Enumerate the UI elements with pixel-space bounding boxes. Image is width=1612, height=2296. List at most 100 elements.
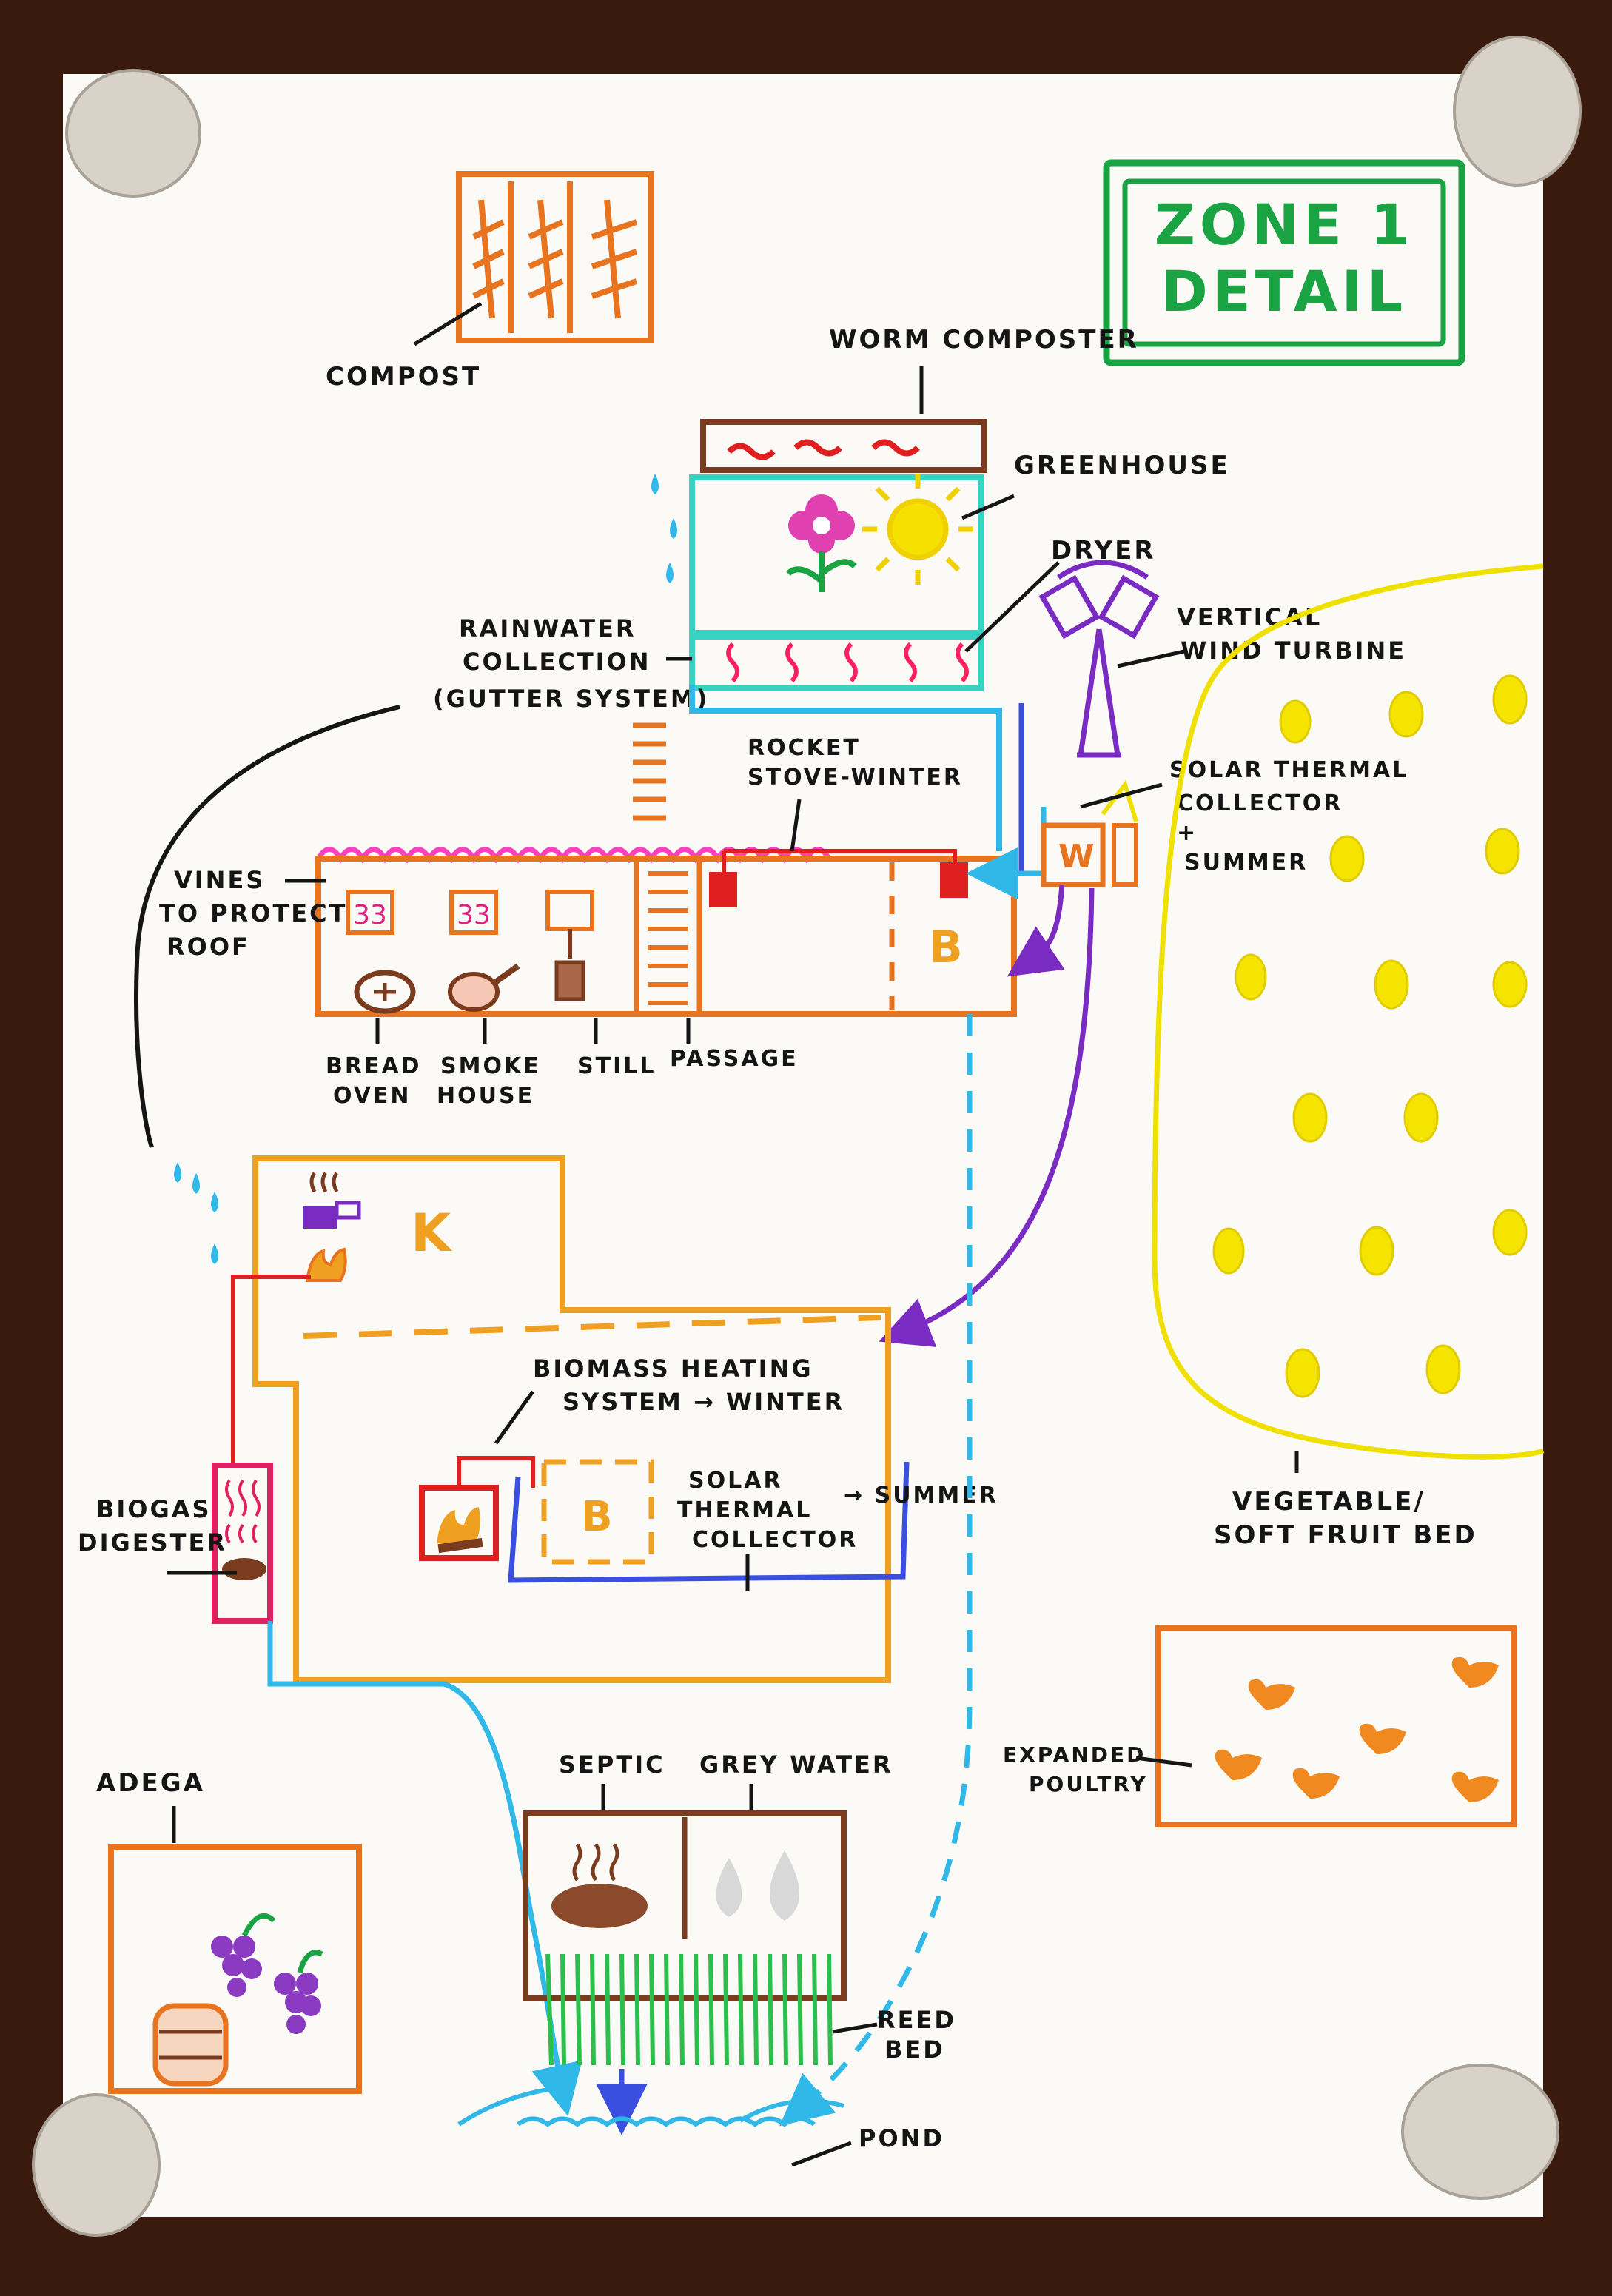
smoke-house-icon: 33: [448, 890, 520, 1012]
rocket-stove-right-icon: [940, 862, 968, 898]
solar-house-loop: [508, 1461, 910, 1583]
solar-house-summer: → SUMMER: [844, 1483, 998, 1508]
greenhouse-label: GREENHOUSE: [1014, 451, 1230, 480]
biogas-label-1: BIOGAS: [96, 1495, 212, 1523]
solar-thermal-top-yellow: [1101, 779, 1138, 822]
compost-bin-icon: [456, 171, 654, 343]
solar-thermal-top-icon: [1112, 823, 1138, 887]
rocket-stove-left-icon: [709, 872, 737, 907]
svg-text:33: 33: [457, 900, 491, 930]
biomass-leader: [494, 1390, 535, 1445]
w-box: [1041, 822, 1106, 887]
still-icon: [545, 890, 594, 1001]
stone-icon: [65, 69, 201, 198]
rainwater-label-1: RAINWATER: [459, 614, 637, 642]
vegetable-plant-icons: [1212, 674, 1528, 1398]
dryer-icon: [689, 634, 984, 691]
grey-water-drop-icon: [770, 1850, 799, 1921]
stove-fire-icon: [303, 1172, 361, 1282]
solar-house-label-2: THERMAL: [677, 1497, 812, 1523]
passage-label: PASSAGE: [670, 1046, 799, 1072]
vegetable-label-1: VEGETABLE/: [1232, 1487, 1425, 1517]
house-boiler-box: [541, 1459, 654, 1565]
stone-icon: [1453, 36, 1582, 187]
poultry-leader: [1135, 1756, 1192, 1768]
title-box: ZONE 1 DETAIL: [1103, 159, 1465, 366]
wind-turbine-leader: [1117, 649, 1185, 668]
worm-composter-label: WORM COMPOSTER: [829, 325, 1139, 355]
reed-bed-icon: [545, 1953, 833, 2066]
vines-label-1: VINES: [174, 866, 265, 894]
expanded-poultry-label-1: EXPANDED: [1003, 1742, 1146, 1767]
wine-barrel-icon: [152, 2003, 229, 2087]
purple-arrow-house: [879, 887, 1095, 1347]
reed-bed-label-1: REED: [877, 2006, 956, 2034]
solar-thermal-label-3: +: [1177, 820, 1198, 846]
septic-label: SEPTIC: [559, 1750, 665, 1779]
rocket-stove-pipe-top: [724, 849, 957, 866]
greenhouse-icon: [689, 474, 984, 636]
dryer-leader: [964, 561, 1060, 653]
stone-icon: [32, 2093, 161, 2237]
biomass-label-2: SYSTEM → WINTER: [562, 1388, 844, 1416]
solar-house-label-1: SOLAR: [688, 1468, 783, 1494]
rainwater-label-2: COLLECTION: [463, 648, 651, 676]
pond-label: POND: [859, 2124, 944, 2152]
poultry-pen: [1155, 1625, 1517, 1827]
septic-tank: [523, 1810, 847, 2001]
house-letter-b: B: [581, 1493, 614, 1541]
main-house: [252, 1155, 891, 1683]
rainwater-label-3: (GUTTER SYSTEM): [433, 685, 709, 713]
letter-w: W: [1058, 838, 1096, 876]
biogas-label-2: DIGESTER: [78, 1528, 227, 1557]
reed-bed-label-2: BED: [884, 2035, 945, 2064]
vegetable-label-2: SOFT FRUIT BED: [1214, 1520, 1477, 1550]
solar-house-label-3: COLLECTOR: [692, 1527, 858, 1553]
compost-leader: [413, 301, 483, 346]
passage-ladder: [633, 722, 666, 821]
stone-icon: [1401, 2064, 1559, 2200]
smoke-house-label-2: HOUSE: [437, 1083, 534, 1109]
solar-thermal-label-2: COLLECTOR: [1177, 790, 1343, 816]
bread-oven-icon: 33: [346, 890, 416, 1014]
biomass-stove-icon: [419, 1456, 535, 1561]
rainwater-curve: [134, 705, 400, 1148]
grey-water-drop-icon: [716, 1858, 742, 1917]
compost-label: COMPOST: [326, 362, 481, 392]
corner-stone-icons: [32, 36, 1582, 2237]
title-line2: DETAIL: [1161, 258, 1407, 324]
gutter-line: [689, 685, 1002, 851]
bread-oven-label-1: BREAD: [326, 1053, 422, 1079]
purple-arrow-outbuilding: [1007, 884, 1065, 977]
pond-ripple-2: [457, 2085, 844, 2127]
vines-label-2: TO PROTECT: [159, 899, 347, 927]
svg-text:33: 33: [353, 900, 387, 930]
septic-waste-icon: [551, 1884, 648, 1928]
pond-ripple: [517, 2116, 816, 2127]
biomass-label-1: BIOMASS HEATING: [533, 1355, 813, 1383]
paper-sheet: [63, 74, 1543, 2217]
adega-building: [108, 1844, 362, 2094]
rocket-stove-label-1: ROCKET: [748, 735, 861, 761]
sun-icon: [862, 474, 973, 585]
kitchen-letter-k: K: [411, 1203, 453, 1263]
adega-label: ADEGA: [96, 1768, 205, 1798]
rocket-stove-leader: [790, 799, 802, 852]
smoke-house-label-1: SMOKE: [440, 1053, 541, 1079]
solar-thermal-label-1: SOLAR THERMAL: [1169, 757, 1408, 783]
wind-turbine-label-2: WIND TURBINE: [1181, 637, 1406, 665]
grapes-icon: [211, 1913, 323, 2034]
worm-composter-icon: [700, 419, 987, 473]
pond-leader: [791, 2141, 852, 2167]
bread-oven-label-2: OVEN: [333, 1083, 412, 1109]
grey-water-label: GREY WATER: [699, 1750, 893, 1779]
poultry-icons: [1215, 1656, 1499, 1802]
dashed-water-line: [779, 1014, 973, 2127]
reed-bed-leader: [832, 2022, 878, 2034]
still-label: STILL: [577, 1053, 656, 1079]
solar-thermal-leader: [1080, 782, 1163, 809]
rain-drop-icons: [174, 474, 677, 1264]
title-line1: ZONE 1: [1155, 192, 1414, 258]
biogas-red-pipe: [231, 1275, 311, 1466]
